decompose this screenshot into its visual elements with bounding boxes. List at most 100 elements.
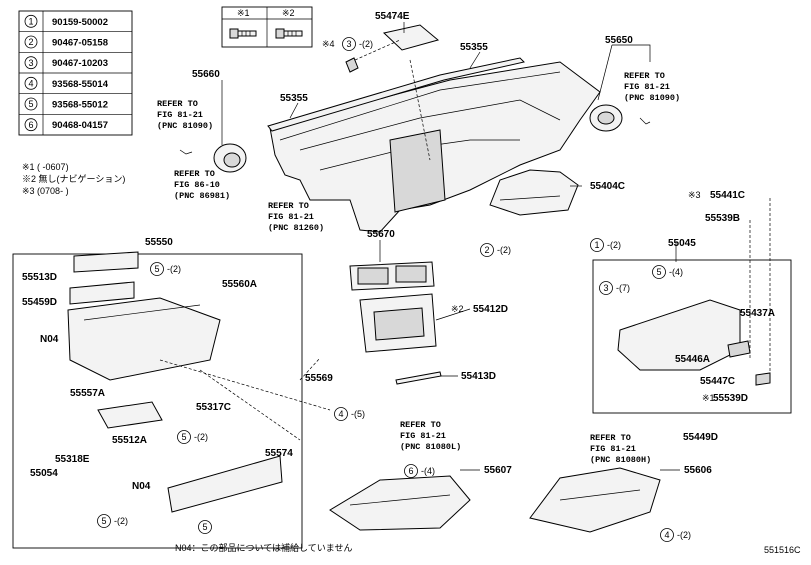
table-row-part-number: 93568-55014 xyxy=(52,79,109,90)
refer-note-line: REFER TO xyxy=(157,99,198,109)
refer-note-line: FIG 81-21 xyxy=(268,212,314,222)
label-55437a: 55437A xyxy=(740,308,775,319)
callout-number: 2 xyxy=(484,245,489,255)
label-55513d: 55513D xyxy=(22,272,57,283)
table-row-part-number: 90467-10203 xyxy=(52,58,108,69)
tray-55512a-drawing xyxy=(97,401,163,429)
glove-door-drawing xyxy=(167,455,283,513)
lower-cover-drawing xyxy=(617,299,771,386)
defroster-strip-drawing xyxy=(267,57,525,132)
refer-note-line: (PNC 81080H) xyxy=(590,455,651,465)
figure-id: 551516C xyxy=(764,545,801,555)
label-55447c: 55447C xyxy=(700,376,735,387)
lower-panel-group xyxy=(592,259,792,414)
callout-circle xyxy=(599,281,613,295)
table-row-circle xyxy=(24,97,38,111)
table-row-number: 1 xyxy=(28,17,33,27)
table-row-number: 5 xyxy=(28,99,33,109)
screw-1-icon xyxy=(229,28,257,39)
label-55446a: 55446A xyxy=(675,354,710,365)
variant-col-2: ※2 xyxy=(282,8,295,18)
center-register-drawing xyxy=(349,261,435,291)
leader-lines xyxy=(159,22,771,471)
table-row-part-number: 90467-05158 xyxy=(52,38,108,49)
label-55355-a: 55355 xyxy=(460,42,488,53)
meter-hood-drawing xyxy=(489,169,579,216)
label-55539b: 55539B xyxy=(705,213,740,224)
table-row-circle xyxy=(24,118,38,132)
center-bezel-drawing xyxy=(359,293,437,353)
label-55606: 55606 xyxy=(684,465,712,476)
callout-quantity: -(4) xyxy=(421,466,435,476)
callout-number: 6 xyxy=(408,466,413,476)
table-row-part-number: 93568-55012 xyxy=(52,100,108,111)
callout-quantity: -(2) xyxy=(677,530,691,540)
table-row-part-number: 90468-04157 xyxy=(52,120,108,131)
label-55650: 55650 xyxy=(605,35,633,46)
legend-note-3: ※3 (0708- ) xyxy=(22,186,69,196)
label-n04-b: N04 xyxy=(132,481,151,492)
clip-55474e-drawing xyxy=(345,24,440,73)
callout-circle xyxy=(150,262,164,276)
label-55660: 55660 xyxy=(192,69,220,80)
label-55557a: 55557A xyxy=(70,388,105,399)
table-row-number: 6 xyxy=(28,120,33,130)
callout-quantity: -(2) xyxy=(167,264,181,274)
refer-note-line: (PNC 81260) xyxy=(268,223,324,233)
callout-quantity: -(4) xyxy=(669,267,683,277)
label-55459d: 55459D xyxy=(22,297,57,308)
qualifier-55441c: ※3 xyxy=(688,190,701,200)
legend-note-2: ※2 無し(ナビゲーション) xyxy=(22,173,125,184)
callout-number: 1 xyxy=(594,240,599,250)
table-row-circle xyxy=(24,56,38,70)
vent-55660-drawing xyxy=(179,143,247,173)
refer-note-line: FIG 86-10 xyxy=(174,180,220,190)
table-row-number: 3 xyxy=(28,58,33,68)
label-55550: 55550 xyxy=(145,237,173,248)
refer-note-line: (PNC 81090) xyxy=(624,93,680,103)
label-55355-b: 55355 xyxy=(280,93,308,104)
callout-quantity: -(2) xyxy=(497,245,511,255)
label-55054: 55054 xyxy=(30,468,58,479)
legend-note-1: ※1 ( -0607) xyxy=(22,162,69,172)
callout-circle xyxy=(97,514,111,528)
label-55474e: 55474E xyxy=(375,11,410,22)
qualifier-55539d: ※1 xyxy=(702,393,715,403)
callout-number: 5 xyxy=(101,516,106,526)
callout-circle xyxy=(404,464,418,478)
callout-number: 3 xyxy=(346,39,351,49)
label-55318e: 55318E xyxy=(55,454,90,465)
callout-number: 4 xyxy=(338,409,343,419)
refer-note-line: FIG 81-21 xyxy=(157,110,203,120)
glove-box-group xyxy=(12,253,303,549)
refer-note-line: (PNC 81080L) xyxy=(400,442,461,452)
refer-note-line: REFER TO xyxy=(400,420,441,430)
label-55441c: 55441C xyxy=(710,190,745,201)
under-cover-55606-drawing xyxy=(529,467,661,533)
label-55404c: 55404C xyxy=(590,181,625,192)
refer-note-line: FIG 81-21 xyxy=(624,82,670,92)
refer-note-line: FIG 81-21 xyxy=(400,431,446,441)
label-55569: 55569 xyxy=(305,373,333,384)
label-55412d: 55412D xyxy=(473,304,508,315)
vent-55650-drawing xyxy=(589,104,651,132)
screw-2-icon xyxy=(275,28,303,39)
callout-quantity: -(2) xyxy=(359,39,373,49)
label-55413d: 55413D xyxy=(461,371,496,382)
refer-note-line: (PNC 81090) xyxy=(157,121,213,131)
label-55512a: 55512A xyxy=(112,435,147,446)
label-55560a: 55560A xyxy=(222,279,257,290)
callout-number: 3 xyxy=(603,283,608,293)
label-55449d: 55449D xyxy=(683,432,718,443)
callout-number: 5 xyxy=(202,522,207,532)
variant-box: ※1 ※2 xyxy=(221,6,313,48)
refer-note-line: (PNC 86981) xyxy=(174,191,230,201)
callout-number: 5 xyxy=(181,432,186,442)
variant-col-1: ※1 xyxy=(237,8,250,18)
callout-circle xyxy=(652,265,666,279)
table-row-number: 4 xyxy=(28,79,33,89)
legend-notes: ※1 ( -0607) ※2 無し(ナビゲーション) ※3 (0708- ) xyxy=(22,162,125,196)
